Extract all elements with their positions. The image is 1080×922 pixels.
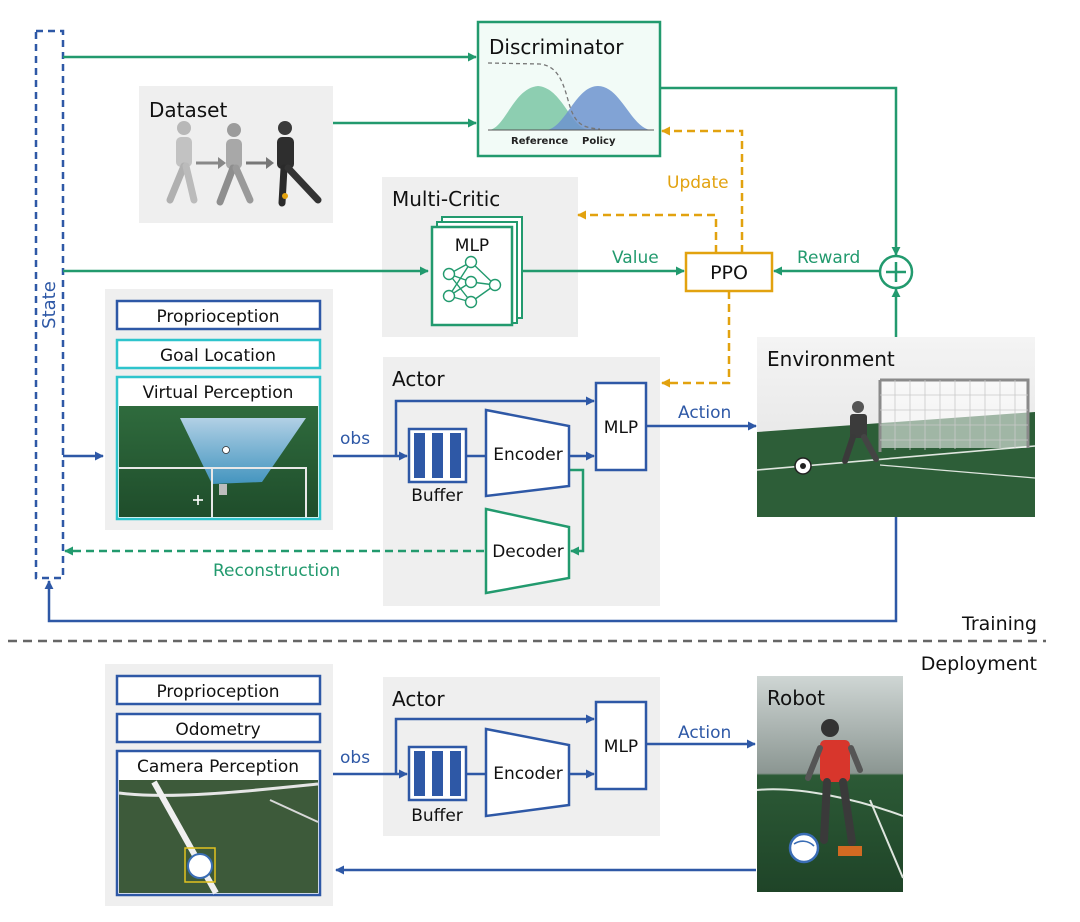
- state-label: State: [39, 281, 60, 329]
- training-actor-mlp-label: MLP: [604, 418, 638, 438]
- robot-photo-icon: [805, 719, 863, 856]
- robot-ball-icon: [788, 832, 820, 864]
- goal-location-box: [115, 338, 322, 370]
- virtual-perception-image: [119, 406, 318, 517]
- soccer-goal-icon: [878, 378, 1030, 452]
- multi-critic-title: Multi-Critic: [392, 187, 500, 211]
- deploy-buffer-icon: [407, 745, 468, 802]
- humanoid-robot-icon: [166, 121, 322, 207]
- ppo-label: PPO: [710, 262, 748, 284]
- environment-robot-icon: [842, 401, 879, 464]
- proprioception-box: [115, 299, 322, 331]
- dataset-node: Dataset: [149, 98, 322, 207]
- ppo-node: [684, 251, 774, 293]
- training-encoder-shape: [484, 408, 571, 498]
- reconstruction-label: Reconstruction: [213, 561, 340, 581]
- edge-environment-state: [44, 517, 898, 623]
- update-label: Update: [667, 173, 729, 193]
- camera-ball-icon: [187, 853, 213, 879]
- discriminator-policy-curve: [545, 86, 652, 130]
- environment-node: Environment: [756, 337, 1036, 517]
- deploy-buffer-label: Buffer: [411, 806, 463, 826]
- edge-deploy-obs-mlp: [394, 714, 595, 774]
- dataset-title: Dataset: [149, 98, 227, 122]
- edge-discriminator-sum: [660, 86, 901, 256]
- training-buffer-label: Buffer: [411, 486, 463, 506]
- deploy-encoder-label: Encoder: [493, 764, 563, 784]
- edge-encoder-decoder: [569, 468, 585, 556]
- state-column: [34, 29, 65, 580]
- decoder-label: Decoder: [492, 542, 564, 562]
- deployment-section-label: Deployment: [921, 653, 1037, 675]
- soccer-ball-icon: [222, 446, 230, 454]
- deployment-actor-node: Actor Buffer Encoder MLP: [392, 687, 648, 826]
- deploy-proprioception-box: [115, 674, 322, 706]
- training-section-label: Training: [961, 613, 1037, 635]
- neural-network-icon: [442, 255, 502, 309]
- deploy-action-label: Action: [678, 723, 731, 743]
- deploy-proprioception-label: Proprioception: [156, 682, 279, 702]
- sum-node-icon: [878, 254, 914, 290]
- training-actor-title: Actor: [392, 367, 445, 391]
- deploy-actor-mlp-box: [594, 700, 648, 791]
- discriminator-reference-label: Reference: [511, 136, 568, 147]
- camera-perception-image: [118, 780, 319, 895]
- discriminator-title: Discriminator: [489, 35, 624, 59]
- deploy-actor-mlp-label: MLP: [604, 737, 638, 757]
- robot-node: Robot: [756, 676, 904, 892]
- deploy-obs-label: obs: [340, 748, 370, 768]
- odometry-label: Odometry: [175, 720, 260, 740]
- value-label: Value: [612, 248, 659, 268]
- goal-location-label: Goal Location: [160, 346, 276, 366]
- training-actor-node: Actor Buffer Encoder Decoder MLP: [392, 367, 648, 595]
- deploy-actor-title: Actor: [392, 687, 445, 711]
- edge-ppo-actor: [661, 291, 731, 388]
- edge-obs-mlp: [394, 396, 595, 456]
- camera-perception-label: Camera Perception: [137, 757, 299, 777]
- decoder-shape: [484, 507, 571, 595]
- robot-title: Robot: [767, 686, 825, 710]
- virtual-perception-label: Virtual Perception: [143, 383, 294, 403]
- discriminator-decision-curve: [487, 62, 601, 130]
- multi-critic-node: Multi-Critic MLP: [392, 187, 523, 327]
- connectors-training: [44, 52, 901, 623]
- reward-label: Reward: [797, 248, 860, 268]
- environment-title: Environment: [767, 347, 895, 371]
- deploy-encoder-shape: [484, 727, 571, 818]
- training-encoder-label: Encoder: [493, 445, 563, 465]
- critic-mlp-label: MLP: [455, 236, 489, 256]
- discriminator-node: Discriminator Reference Policy: [476, 20, 662, 158]
- discriminator-policy-label: Policy: [582, 136, 616, 147]
- proprioception-label: Proprioception: [156, 307, 279, 327]
- edge-ppo-critic: [577, 210, 718, 253]
- connectors-deployment: [333, 714, 756, 875]
- training-obs-label: obs: [340, 429, 370, 449]
- edge-ppo-discriminator: [661, 126, 744, 253]
- buffer-icon: [407, 427, 468, 484]
- training-actor-mlp-box: [594, 381, 648, 472]
- odometry-box: [115, 712, 322, 744]
- training-action-label: Action: [678, 403, 731, 423]
